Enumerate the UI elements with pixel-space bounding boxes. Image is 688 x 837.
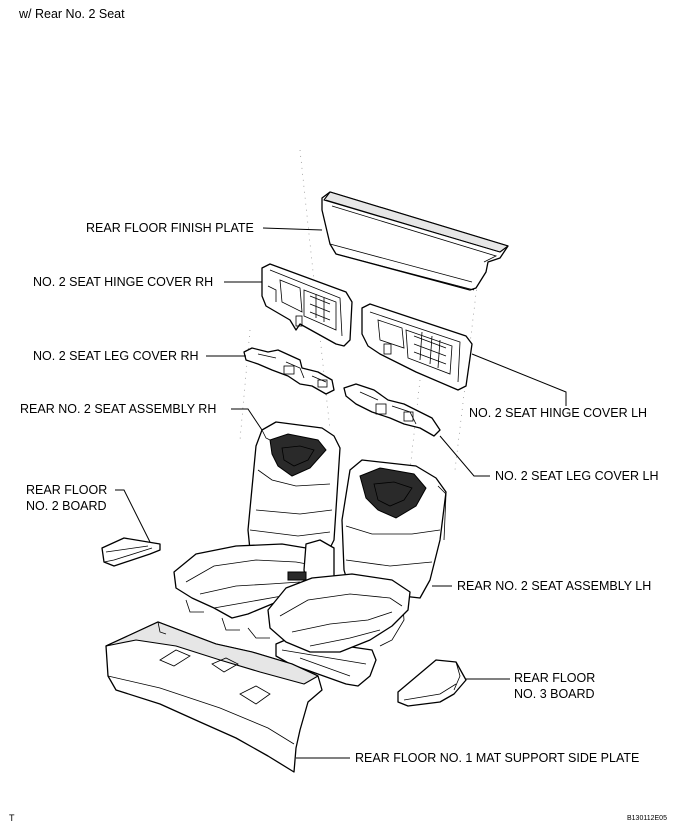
label-seat-assembly-rh: REAR NO. 2 SEAT ASSEMBLY RH bbox=[20, 402, 217, 416]
rear-floor-no2-board bbox=[101, 537, 161, 567]
seat-assembly-rh bbox=[173, 421, 341, 639]
leader-no2-board bbox=[115, 489, 151, 543]
label-rear-floor-finish-plate: REAR FLOOR FINISH PLATE bbox=[86, 221, 254, 235]
label-seat-leg-cover-rh: NO. 2 SEAT LEG COVER RH bbox=[33, 349, 199, 363]
footer-left-mark: T bbox=[9, 813, 15, 823]
leader-finish-plate bbox=[262, 227, 323, 231]
leader-hinge-cover-lh bbox=[471, 353, 567, 406]
figure-code: B130112E05 bbox=[627, 815, 667, 822]
seat-hinge-cover-lh bbox=[361, 303, 473, 391]
label-mat-support-side-plate: REAR FLOOR NO. 1 MAT SUPPORT SIDE PLATE bbox=[355, 751, 640, 765]
leader-leg-cover-lh bbox=[439, 435, 490, 477]
rear-floor-finish-plate bbox=[321, 191, 509, 291]
mat-support-side-plate bbox=[105, 621, 323, 773]
label-rear-floor-no3-board-line2: NO. 3 BOARD bbox=[514, 687, 595, 701]
label-seat-hinge-cover-lh: NO. 2 SEAT HINGE COVER LH bbox=[469, 406, 648, 420]
label-rear-floor-no2-board-line2: NO. 2 BOARD bbox=[26, 499, 107, 513]
seat-hinge-cover-rh bbox=[261, 263, 353, 347]
diagram-title: w/ Rear No. 2 Seat bbox=[19, 7, 125, 21]
leader-lines bbox=[115, 227, 567, 759]
leader-seat-assembly-rh bbox=[231, 408, 263, 431]
label-rear-floor-no3-board-line1: REAR FLOOR bbox=[514, 671, 596, 685]
label-rear-floor-no2-board-line1: REAR FLOOR bbox=[26, 483, 108, 497]
seat-leg-cover-rh bbox=[243, 347, 335, 395]
label-seat-leg-cover-lh: NO. 2 SEAT LEG COVER LH bbox=[495, 469, 659, 483]
rear-floor-no3-board bbox=[397, 659, 467, 707]
label-seat-assembly-lh: REAR NO. 2 SEAT ASSEMBLY LH bbox=[457, 579, 652, 593]
label-seat-hinge-cover-rh: NO. 2 SEAT HINGE COVER RH bbox=[33, 275, 214, 289]
seat-leg-cover-lh bbox=[343, 383, 441, 437]
seat-assembly-lh bbox=[267, 459, 447, 687]
